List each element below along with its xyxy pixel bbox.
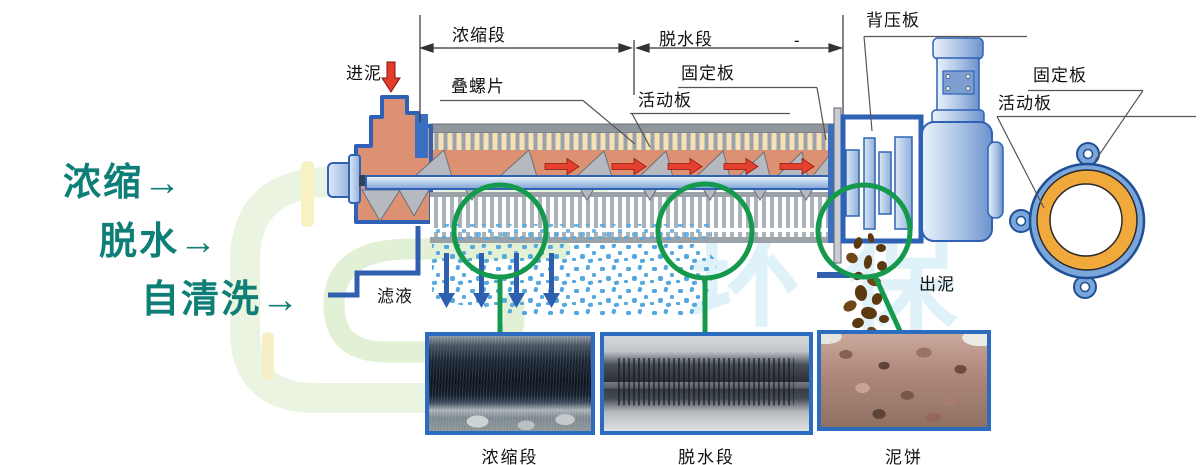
gearbox-body [921,121,993,242]
feed-arrow [381,61,401,93]
mud-particles [843,233,889,336]
headline-thickening: 浓缩→ [63,162,184,204]
photo-mud-cake [817,330,991,431]
hopper-inner-wall [415,114,428,158]
label-dash: - [794,31,801,50]
filtrate-droplets [432,244,718,315]
label-dewatering-section: 脱水段 [659,30,713,49]
flow-arrows [544,157,815,176]
back-pressure-plate [894,136,913,230]
photo-dewatering-section [600,332,813,435]
filtrate-arrows [438,253,560,308]
label-movable-plate-right: 活动板 [998,94,1052,113]
label-filtrate: 滤液 [377,287,413,306]
dimension-lines [419,15,844,122]
ring-plate-view [1009,142,1146,299]
back-pressure-plate [878,151,892,215]
headline-self-cleaning: 自清洗→ [141,279,302,321]
drive-motor [921,37,1004,242]
photo-thickening-section [425,332,595,435]
label-thickening-section: 浓缩段 [452,26,506,45]
magnifier-circles [451,181,913,333]
label-fixed-plate: 固定板 [681,64,735,83]
label-screw-plates: 叠螺片 [451,77,505,96]
label-fixed-plate-right: 固定板 [1033,66,1087,85]
drum-lower-screen [430,192,834,243]
label-feed: 进泥 [346,64,382,83]
photo-label-mud-cake: 泥饼 [885,448,923,465]
photo-label-dewatering: 脱水段 [678,448,735,465]
leader-lines [440,35,1196,209]
watermark-accent [262,332,274,380]
headline-dewatering: 脱水→ [99,221,220,263]
label-back-pressure-plate: 背压板 [866,11,920,30]
watermark-text: 保 [845,219,957,344]
filtrate-drain [328,226,421,298]
label-movable-plate: 活动板 [638,91,692,110]
photo-label-thickening: 浓缩段 [481,448,539,465]
label-sludge-out: 出泥 [919,275,955,294]
watermark-accent [301,161,314,227]
back-pressure-plate [845,149,860,217]
